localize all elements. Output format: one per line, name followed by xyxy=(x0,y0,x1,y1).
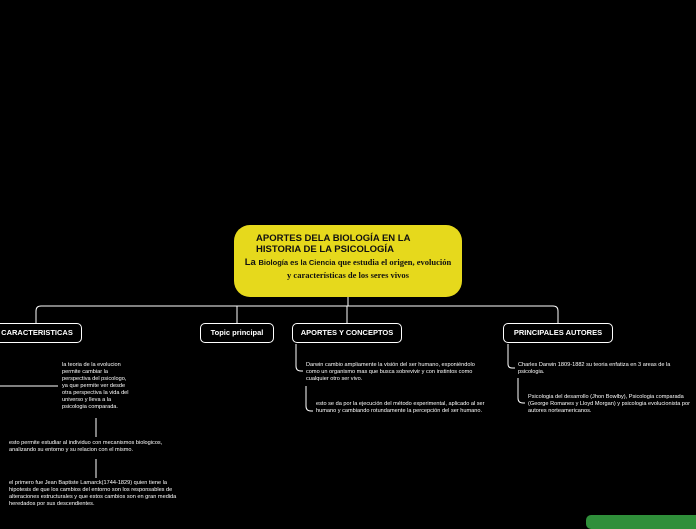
topic-caracteristicas[interactable]: CARACTERISTICAS xyxy=(0,323,82,343)
caracteristicas-note-lamarck[interactable]: el primero fue Jean Baptiste Lamarck(174… xyxy=(9,480,177,507)
topic-principales-autores[interactable]: PRINCIPALES AUTORES xyxy=(503,323,613,343)
description-rest: que estudia el origen, evolución y carac… xyxy=(287,257,452,280)
aportes-note-metodo[interactable]: esto se da por la ejecución del método e… xyxy=(316,401,485,414)
aportes-note-darwin[interactable]: Darwin cambio ampliamente la visión del … xyxy=(306,362,475,382)
description-lead: La xyxy=(244,257,259,268)
description-bold: Biología es la Ciencia xyxy=(258,258,336,267)
central-topic-description: La Biología es la Ciencia que estudia el… xyxy=(244,256,452,282)
caracteristicas-note-evolucion[interactable]: la teoria de la evolucion permite cambia… xyxy=(62,362,129,410)
autores-note-areas[interactable]: Psicologia del desarrollo (Jhon Bowlby),… xyxy=(528,394,690,414)
autores-note-darwin[interactable]: Charles Darwin 1809-1882 su teoria enfat… xyxy=(518,362,671,375)
aportes-branch-1 xyxy=(295,344,303,372)
topic-aportes-y-conceptos[interactable]: APORTES Y CONCEPTOS xyxy=(292,323,402,343)
topic-principal[interactable]: Topic principal xyxy=(200,323,274,343)
caracteristicas-note-mecanismos[interactable]: esto permite estudiar al individuo con m… xyxy=(9,440,163,453)
corner-action-button[interactable] xyxy=(586,515,696,529)
central-topic[interactable]: APORTES DELA BIOLOGÍA EN LA HISTORIA DE … xyxy=(234,225,462,297)
autores-branch-2 xyxy=(517,378,525,404)
aportes-branch-2 xyxy=(305,386,313,412)
central-topic-title: APORTES DELA BIOLOGÍA EN LA HISTORIA DE … xyxy=(256,233,411,255)
autores-branch-1 xyxy=(507,344,515,369)
topic-bus xyxy=(35,305,559,323)
